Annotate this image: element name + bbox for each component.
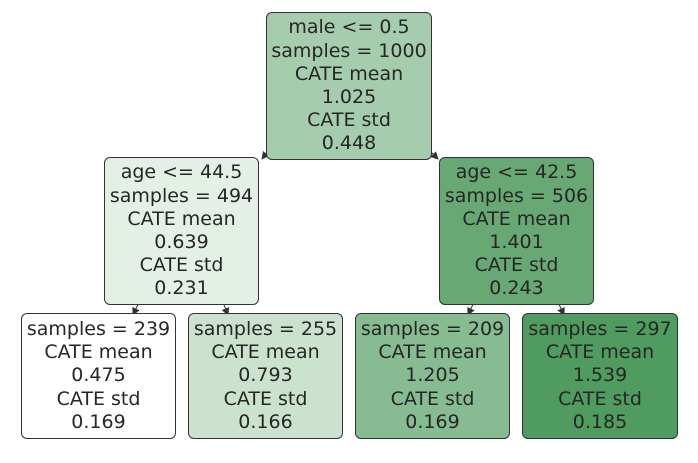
node-samples: samples = 297 <box>528 317 672 340</box>
node-split-rule: age <= 44.5 <box>120 161 243 184</box>
node-samples: samples = 1000 <box>271 39 427 62</box>
tree-node-root: male <= 0.5 samples = 1000 CATE mean 1.0… <box>266 12 432 160</box>
node-samples: samples = 255 <box>193 317 338 340</box>
node-std-label: CATE std <box>139 254 224 277</box>
node-mean-label: CATE mean <box>378 341 487 364</box>
node-std-label: CATE std <box>307 109 391 132</box>
node-mean-value: 1.539 <box>572 364 628 387</box>
node-split-rule: age <= 42.5 <box>455 161 578 184</box>
node-mean-value: 1.025 <box>321 86 377 108</box>
node-samples: samples = 506 <box>444 184 589 207</box>
tree-node-right: age <= 42.5 samples = 506 CATE mean 1.40… <box>439 157 594 305</box>
tree-leaf-left-left: samples = 239 CATE mean 0.475 CATE std 0… <box>21 313 176 439</box>
node-mean-value: 0.475 <box>71 364 126 387</box>
node-std-value: 0.243 <box>489 277 544 300</box>
node-std-label: CATE std <box>474 254 559 277</box>
node-std-value: 0.231 <box>154 277 209 300</box>
node-split-rule: male <= 0.5 <box>288 16 410 39</box>
node-std-label: CATE std <box>56 387 141 410</box>
node-samples: samples = 239 <box>26 317 171 340</box>
node-samples: samples = 494 <box>109 184 254 207</box>
node-std-label: CATE std <box>223 387 308 410</box>
tree-leaf-left-right: samples = 255 CATE mean 0.793 CATE std 0… <box>188 313 343 439</box>
node-mean-value: 1.401 <box>489 231 544 253</box>
tree-node-left: age <= 44.5 samples = 494 CATE mean 0.63… <box>104 157 259 305</box>
node-mean-label: CATE mean <box>462 207 571 230</box>
tree-leaf-right-left: samples = 209 CATE mean 1.205 CATE std 0… <box>355 313 510 439</box>
node-std-value: 0.185 <box>572 410 628 433</box>
node-mean-label: CATE mean <box>545 341 655 364</box>
node-mean-label: CATE mean <box>44 341 153 364</box>
tree-leaf-right-right: samples = 297 CATE mean 1.539 CATE std 0… <box>522 313 678 439</box>
node-mean-label: CATE mean <box>127 207 236 230</box>
node-std-value: 0.169 <box>405 410 460 433</box>
node-mean-value: 1.205 <box>405 364 460 387</box>
node-mean-value: 0.639 <box>154 231 209 253</box>
node-std-value: 0.448 <box>321 132 377 155</box>
node-std-label: CATE std <box>390 387 475 410</box>
node-mean-value: 0.793 <box>238 364 293 387</box>
node-samples: samples = 209 <box>360 317 505 340</box>
node-mean-label: CATE mean <box>294 62 404 85</box>
node-std-label: CATE std <box>558 387 642 410</box>
node-mean-label: CATE mean <box>211 341 320 364</box>
node-std-value: 0.169 <box>71 410 126 433</box>
node-std-value: 0.166 <box>238 410 293 433</box>
